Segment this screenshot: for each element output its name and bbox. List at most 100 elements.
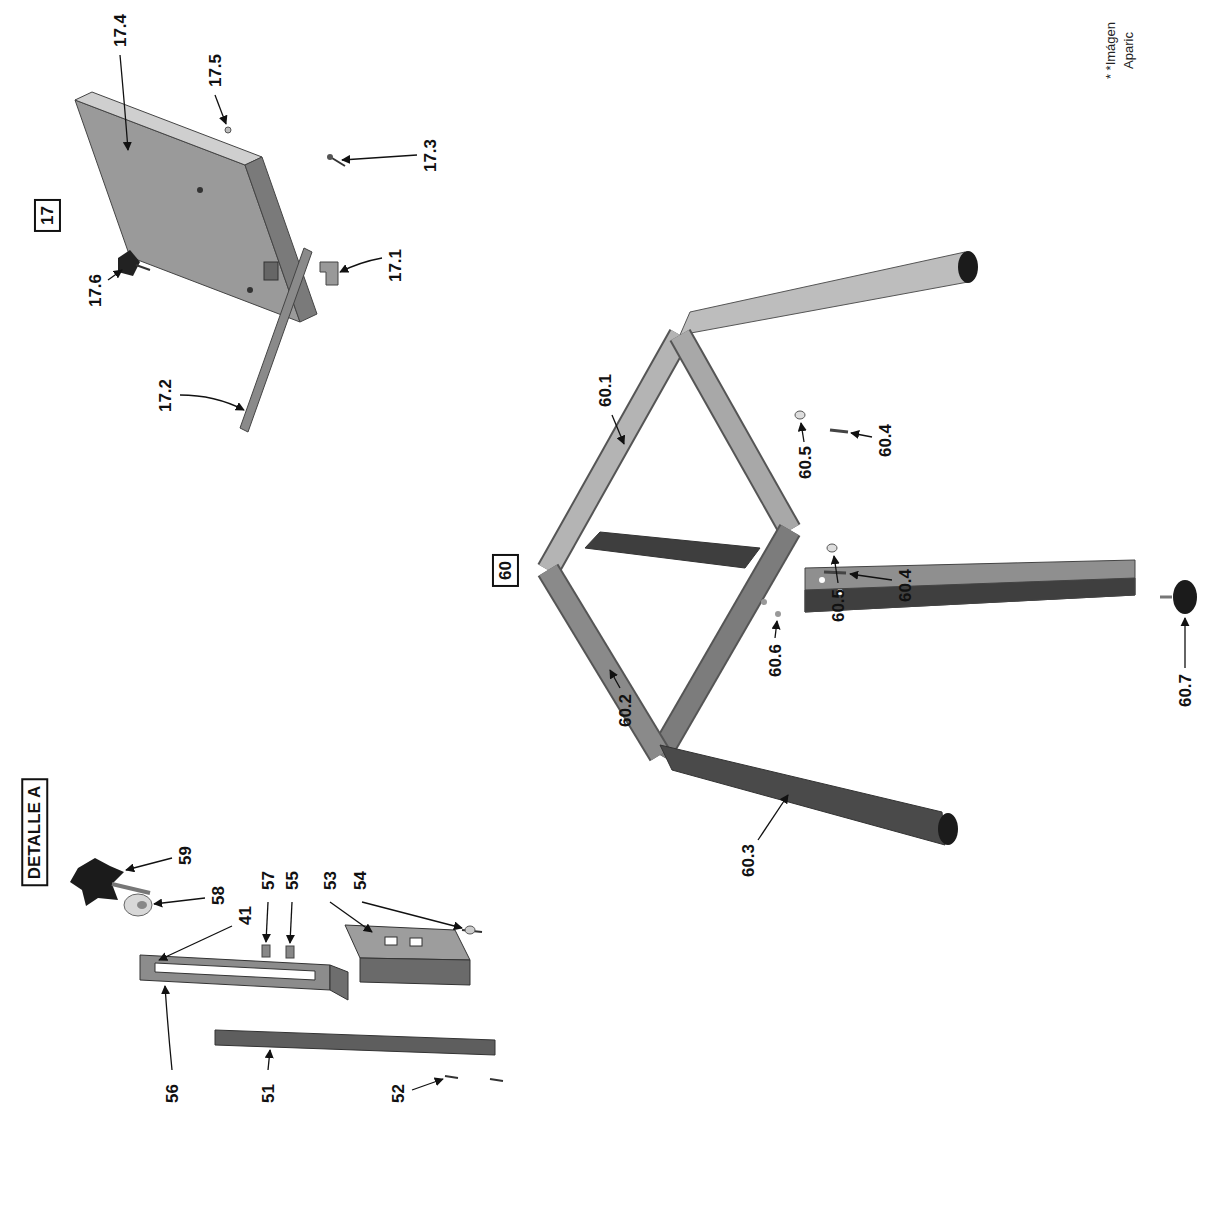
leader-arrows-part [834, 556, 838, 583]
stand-assembly-part [824, 572, 846, 573]
group-tag-box: DETALLE A [21, 778, 48, 886]
detail-a-parts-part [70, 858, 124, 906]
callout-number: 53 [321, 871, 338, 890]
leader-arrows-part [801, 423, 804, 442]
leader-arrows-part [165, 986, 172, 1070]
leader-arrows-part [154, 898, 205, 904]
leader-arrows-part [120, 55, 128, 150]
stand-assembly-part [680, 335, 790, 530]
stand-assembly-part [795, 411, 805, 419]
callout-number: 59 [176, 846, 193, 865]
stand-assembly-part [660, 745, 945, 845]
detail-a-parts-part [124, 894, 152, 916]
tray-assembly-part [136, 265, 150, 270]
detail-a-parts-part [262, 945, 270, 957]
stand-assembly-part [819, 577, 825, 583]
detail-a-parts-part [345, 925, 470, 960]
callout-number: 17.1 [387, 248, 404, 281]
tray-assembly-part [332, 158, 345, 166]
leader-arrows-part [266, 902, 268, 942]
group-tag-box: 17 [33, 199, 60, 232]
callout-number: 60.4 [877, 423, 894, 456]
callout-number: 60.6 [767, 643, 784, 676]
tray-assembly-part [197, 187, 203, 193]
leader-arrows-part [215, 95, 226, 124]
leader-arrows-part [159, 926, 232, 960]
detail-a-parts-part [445, 1076, 458, 1078]
stand-assembly-part [775, 611, 781, 617]
detail-a-parts [70, 858, 503, 1081]
callout-number: 60.2 [617, 693, 634, 726]
stand-assembly-part [761, 599, 767, 605]
callout-number: 17.5 [207, 53, 224, 86]
stand-assembly-part [548, 335, 680, 570]
detail-a-parts-part [140, 955, 330, 990]
detail-a-parts-part [360, 958, 470, 985]
note-text: Aparic [1121, 32, 1134, 69]
leader-arrows-part [610, 670, 620, 688]
callout-number: 17.3 [422, 138, 439, 171]
stand-assembly-part [1173, 580, 1197, 614]
tray-assembly [75, 92, 345, 432]
stand-assembly-part [660, 530, 790, 755]
stand-assembly-part [660, 530, 790, 755]
stand-assembly-part [805, 560, 1135, 612]
callout-number: 52 [389, 1084, 406, 1103]
leader-arrows-part [412, 1079, 443, 1090]
detail-a-parts-part [465, 926, 475, 934]
callout-number: 54 [351, 871, 368, 890]
callout-number: 17.4 [112, 13, 129, 46]
stand-assembly-part [585, 532, 760, 568]
stand-assembly-part [548, 570, 660, 755]
callout-number: 41 [236, 906, 253, 925]
tray-assembly-part [245, 157, 317, 322]
tray-assembly-part [247, 287, 253, 293]
detail-a-parts-part [330, 965, 348, 1000]
leader-arrows-part [775, 621, 777, 638]
tray-assembly-part [264, 262, 278, 280]
note-text: * *Imágen [1104, 21, 1117, 78]
callout-number: 56 [163, 1084, 180, 1103]
leader-arrows-part [342, 155, 417, 160]
leader-arrows [108, 55, 1185, 1090]
callout-number: 60.4 [897, 568, 914, 601]
leader-arrows-part [180, 395, 244, 410]
stand-assembly-part [827, 544, 837, 552]
tray-assembly-part [75, 92, 262, 165]
detail-a-parts-part [410, 938, 422, 946]
detail-a-parts-part [286, 946, 294, 958]
leader-arrows-part [290, 902, 292, 943]
tray-assembly-part [240, 248, 312, 432]
leader-arrows-part [850, 574, 892, 580]
callout-number: 60.3 [740, 843, 757, 876]
callout-number: 17.6 [87, 273, 104, 306]
leader-arrows-part [268, 1050, 270, 1070]
callout-number: 51 [259, 1084, 276, 1103]
stand-assembly-part [680, 252, 968, 335]
stand-assembly-part [958, 251, 978, 283]
group-tag: 17 [38, 206, 55, 225]
stand-assembly [548, 251, 1197, 845]
tray-assembly-part [225, 127, 231, 133]
tray-assembly-part [320, 262, 338, 285]
stand-assembly-part [1160, 596, 1172, 599]
leader-arrows-part [340, 258, 382, 272]
leader-arrows-part [362, 902, 462, 928]
callout-number: 55 [283, 871, 300, 890]
callout-number: 17.2 [157, 378, 174, 411]
detail-a-parts-part [155, 963, 315, 980]
detail-a-parts-part [490, 1079, 503, 1081]
callout-number: 60.7 [1177, 673, 1194, 706]
group-tag: 60 [496, 561, 513, 580]
leader-arrows-part [1184, 618, 1185, 668]
leader-arrows-part [758, 795, 788, 840]
stand-assembly-part [680, 335, 790, 530]
detail-a-parts-part [215, 1030, 495, 1055]
group-tag-box: 60 [491, 554, 518, 587]
callout-number: 60.1 [597, 373, 614, 406]
leader-arrows-part [612, 415, 624, 444]
callout-number: 57 [259, 871, 276, 890]
